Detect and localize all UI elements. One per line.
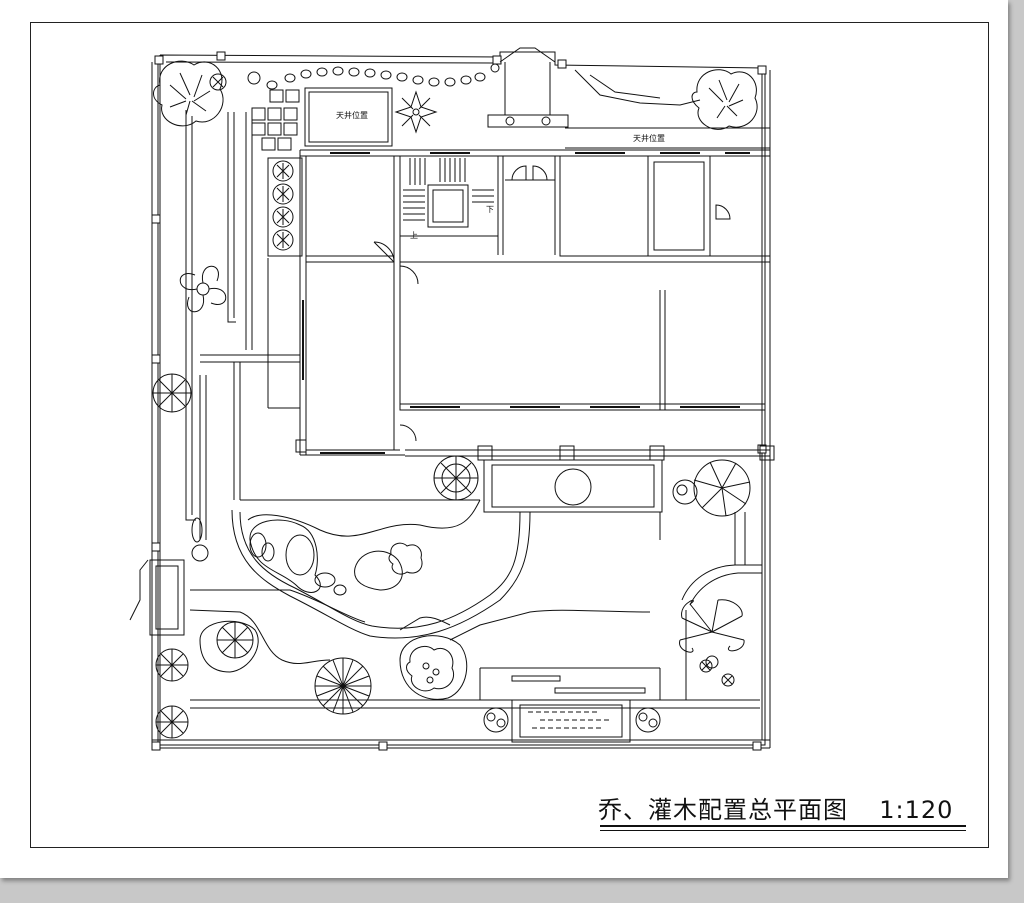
courtyard-left <box>304 87 393 147</box>
title-underline <box>600 825 966 827</box>
side-gate <box>129 559 185 636</box>
paving-grid <box>251 89 300 151</box>
site-plan: 天井位置 天井位置 <box>129 47 775 751</box>
drawing-title: 乔、灌木配置总平面图 1:120 <box>598 790 953 825</box>
stair-treads <box>403 158 494 221</box>
title-underline-thin <box>600 830 966 831</box>
left-walkway <box>185 110 303 540</box>
courtyard-right <box>565 69 770 149</box>
stepping-stones <box>247 63 500 90</box>
shrub-symbol <box>191 73 735 733</box>
terrace <box>405 445 775 513</box>
rock-garden <box>199 519 468 700</box>
tree-symbol <box>152 60 758 739</box>
site-boundary <box>151 51 771 750</box>
courtyard-right-label: 天井位置 <box>633 133 665 143</box>
water-feature <box>511 675 646 743</box>
drawing-border <box>30 22 989 848</box>
building <box>295 149 770 456</box>
stair-down-label: 下 <box>486 205 494 214</box>
courtyard-left-label: 天井位置 <box>336 110 368 120</box>
garden-paths <box>189 499 762 709</box>
drawing-sheet: 天井位置 天井位置 <box>0 0 1008 878</box>
scale-text: 1:120 <box>879 796 954 824</box>
entrance-gate <box>487 47 569 128</box>
stair-up-label: 上 <box>410 231 418 240</box>
windows <box>302 152 750 454</box>
column-marker <box>151 51 767 751</box>
title-text: 乔、灌木配置总平面图 <box>598 796 848 824</box>
